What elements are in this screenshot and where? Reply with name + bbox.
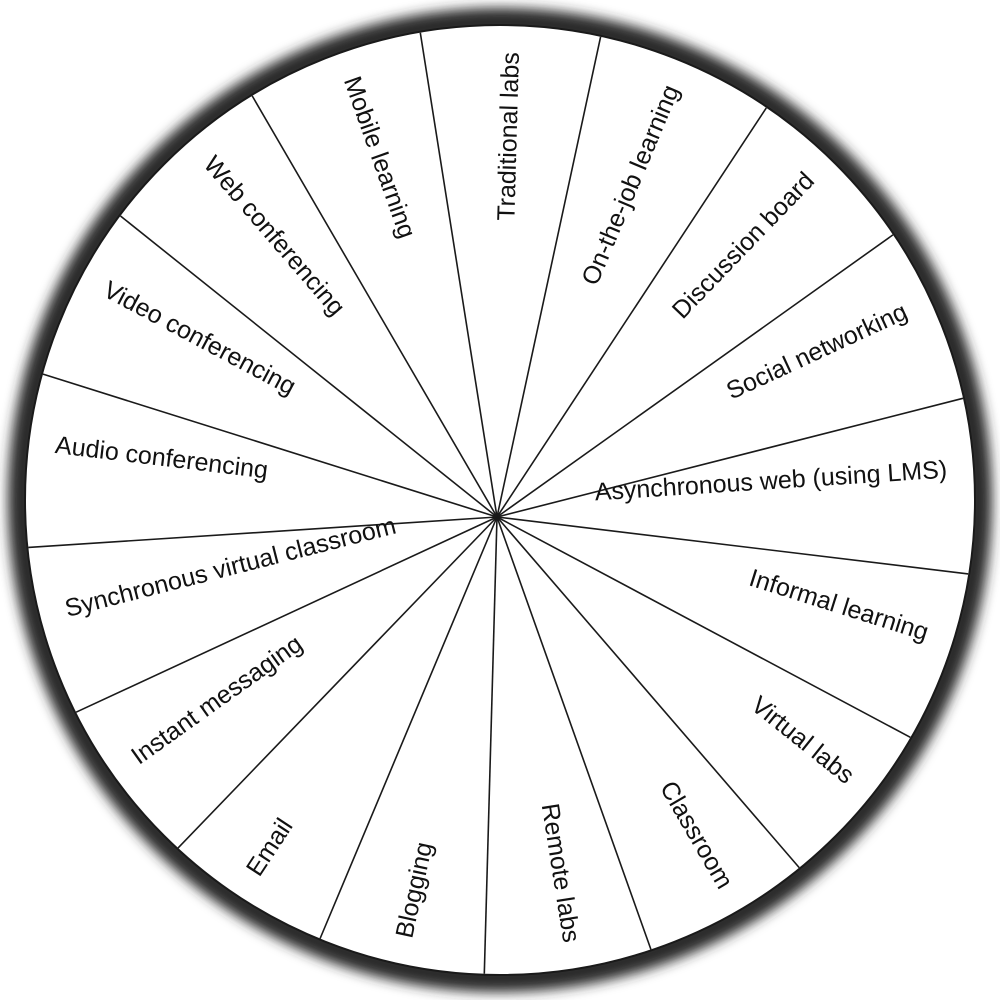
segment-divider xyxy=(419,32,498,518)
segment-divider xyxy=(177,516,498,849)
segment-label: Traditional labs xyxy=(492,52,525,221)
segment-divider xyxy=(496,234,894,518)
segment-divider xyxy=(28,516,498,549)
segment-divider xyxy=(496,516,969,575)
segment-divider xyxy=(75,516,498,713)
wheel-shadow-rim xyxy=(8,8,992,992)
segment-divider xyxy=(496,516,800,869)
segment-divider xyxy=(251,95,498,518)
segment-divider xyxy=(120,215,498,518)
segment-divider xyxy=(496,397,964,518)
segment-divider xyxy=(483,516,498,974)
segment-divider xyxy=(42,373,498,518)
segment-divider xyxy=(319,516,498,939)
segment-divider xyxy=(496,107,767,518)
segment-divider xyxy=(496,36,602,518)
segment-divider xyxy=(496,516,652,950)
segment-dividers xyxy=(28,32,969,974)
segment-divider xyxy=(496,516,911,739)
